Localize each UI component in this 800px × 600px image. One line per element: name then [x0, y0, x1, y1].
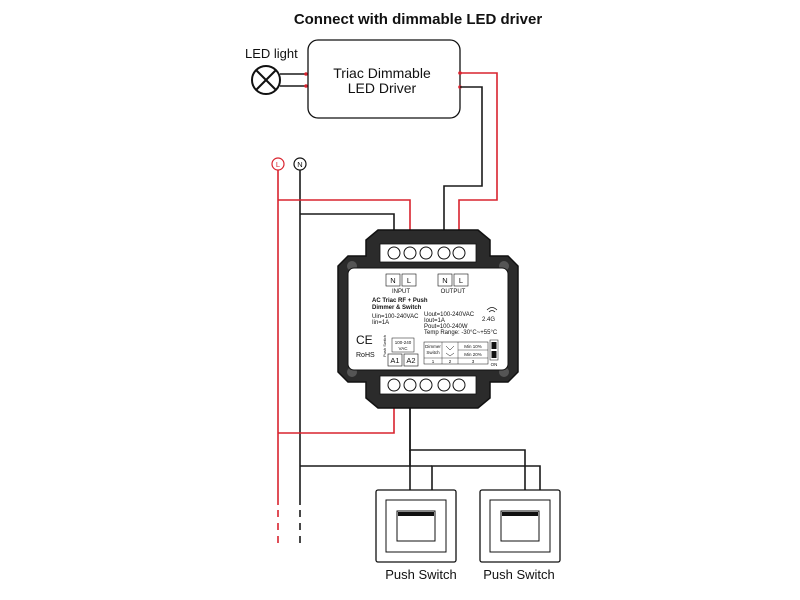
- push-voltage-line1: 100-240: [395, 340, 412, 345]
- led-light-label: LED light: [245, 46, 298, 61]
- dip-switch-table: [423, 341, 489, 365]
- dip-n3: 3: [472, 359, 475, 364]
- device-iout: Iout=1A: [424, 318, 445, 324]
- live-symbol: L: [271, 157, 285, 171]
- a2-box: [403, 353, 419, 367]
- live-symbol-text: L: [276, 160, 280, 169]
- push-switch-vertical-text: Push Switch: [382, 335, 387, 357]
- dip-switch-icon: [489, 339, 499, 361]
- input-label: INPUT: [392, 289, 410, 295]
- driver-live-wire: [458, 72, 498, 250]
- dip-on-label: ON: [491, 362, 498, 367]
- push-switch-1-button-edge: [398, 512, 434, 516]
- output-terminal-n: N: [442, 276, 447, 285]
- a2-switch-wire: [409, 385, 526, 490]
- push-voltage-line2: VAC: [399, 346, 409, 351]
- dip-col1-line2: Switch: [426, 350, 440, 355]
- device-uout: Uout=100-240VAC: [424, 312, 475, 318]
- a1-box: [387, 353, 403, 367]
- dip-col1-line1: Dimmer: [425, 344, 441, 349]
- device-temp: Temp Range: -30°C~+55°C: [424, 330, 498, 336]
- ce-mark: CE: [356, 333, 373, 347]
- driver-label-line1: Triac Dimmable: [333, 65, 431, 81]
- push-switch-2-label: Push Switch: [483, 567, 555, 582]
- lamp-terminal-dot: [304, 84, 308, 88]
- led-lamp-icon: [251, 65, 281, 95]
- rf-wireless-icon: [486, 307, 498, 313]
- rohs-mark: RoHS: [356, 352, 375, 359]
- a2-label: A2: [406, 356, 415, 365]
- push-switch-2: [479, 489, 561, 563]
- device-name-line2: Dimmer & Switch: [372, 305, 422, 311]
- device-uin: Uin=100-240VAC: [372, 314, 419, 320]
- push-switch-1: [375, 489, 457, 563]
- device-name-line1: AC Triac RF + Push: [372, 298, 428, 304]
- output-label: OUTPUT: [441, 289, 466, 295]
- top-terminal-block: [379, 243, 477, 263]
- led-driver-box: [307, 39, 461, 119]
- dip-n1: 1: [432, 359, 435, 364]
- a1-label: A1: [390, 356, 399, 365]
- push-voltage-box: [391, 337, 415, 353]
- output-n-box: [437, 273, 453, 287]
- dip-min20: Min 20%: [464, 352, 482, 357]
- push-switch-1-label: Push Switch: [385, 567, 457, 582]
- output-l-box: [453, 273, 469, 287]
- dip-min10: Min 10%: [464, 344, 482, 349]
- input-terminal-l: L: [407, 276, 411, 285]
- switch-common-wire: [431, 465, 541, 490]
- bottom-terminal-block: [379, 375, 477, 395]
- input-n-box: [385, 273, 401, 287]
- push-switch-2-button-edge: [502, 512, 538, 516]
- dimmer-device: N L INPUT N L OUTPUT AC Triac RF + Push …: [337, 229, 519, 409]
- rf-band: 2.4G: [482, 317, 495, 323]
- driver-label-line2: LED Driver: [348, 80, 417, 96]
- device-iin: Iin=1A: [372, 320, 389, 326]
- device-pout: Pout=100-240W: [424, 324, 468, 330]
- input-l-box: [401, 273, 417, 287]
- lamp-terminal-dot: [304, 72, 308, 76]
- neutral-symbol-text: N: [297, 160, 302, 169]
- driver-neutral-wire: [443, 86, 483, 250]
- output-terminal-l: L: [459, 276, 463, 285]
- diagram-title: Connect with dimmable LED driver: [294, 11, 543, 28]
- neutral-symbol: N: [293, 157, 307, 171]
- push-switch-2-plate: [489, 499, 551, 553]
- dip-n2: 2: [449, 359, 452, 364]
- input-terminal-n: N: [390, 276, 395, 285]
